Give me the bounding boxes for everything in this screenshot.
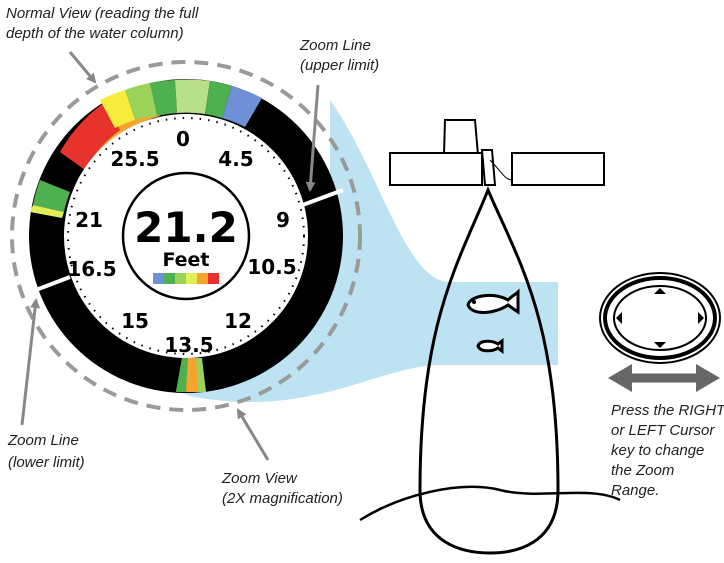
label-normal-view-line1: Normal View (reading the full <box>6 5 199 22</box>
color-scale-swatch <box>153 273 164 284</box>
scale-label-4-5: 4.5 <box>218 147 253 171</box>
scale-label-16-5: 16.5 <box>67 257 116 281</box>
arrow-normal-view <box>68 51 97 84</box>
scale-label-15: 15 <box>121 309 149 333</box>
depth-unit: Feet <box>162 249 209 271</box>
color-intensity-scale <box>153 273 219 284</box>
instruction-line4: the Zoom <box>611 462 674 479</box>
label-zoom-lower-line2: (lower limit) <box>8 454 85 471</box>
depth-value: 21.2 <box>134 203 238 252</box>
zoom-line-lower <box>27 275 71 295</box>
instruction-line2: or LEFT Cursor <box>611 422 715 439</box>
scale-label-9: 9 <box>276 208 290 232</box>
arrow-zoom-lower <box>20 298 41 426</box>
scale-label-0: 0 <box>176 127 190 151</box>
scale-label-12: 12 <box>224 309 252 333</box>
arrow-zoom-view <box>236 408 270 461</box>
sonar-returns-top <box>60 79 262 170</box>
cursor-key-icon <box>599 272 721 364</box>
color-scale-swatch <box>208 273 219 284</box>
label-zoom-lower-line1: Zoom Line <box>7 432 79 449</box>
center-display-circle <box>121 171 251 301</box>
scale-label-10-5: 10.5 <box>247 255 296 279</box>
label-zoom-view-line2: (2X magnification) <box>222 490 343 507</box>
sonar-returns-left <box>30 180 70 218</box>
label-zoom-upper-line1: Zoom Line <box>299 37 371 54</box>
large-fish-icon <box>466 288 520 315</box>
color-scale-swatch <box>197 273 208 284</box>
dial-tick-ring <box>67 117 305 355</box>
instruction-line5: Range. <box>611 482 659 499</box>
sonar-cone <box>418 186 560 555</box>
instruction-line3: key to change <box>611 442 704 459</box>
label-zoom-view-line1: Zoom View <box>221 470 298 487</box>
boat-icon <box>389 119 605 186</box>
normal-view-dashed-circle <box>10 60 362 412</box>
label-normal-view-line2: depth of the water column) <box>6 25 184 42</box>
sonar-returns-bottom <box>176 358 206 392</box>
zoom-line-upper <box>299 188 344 208</box>
label-zoom-upper-line2: (upper limit) <box>300 57 379 74</box>
color-scale-swatch <box>175 273 186 284</box>
color-scale-swatch <box>164 273 175 284</box>
scale-label-13-5: 13.5 <box>164 333 213 357</box>
lake-bottom-line <box>359 485 621 522</box>
small-fish-icon <box>476 338 504 354</box>
scale-label-21: 21 <box>75 208 103 232</box>
arrow-zoom-upper <box>305 84 320 192</box>
color-scale-swatch <box>186 273 197 284</box>
instruction-line1: Press the RIGHT <box>611 402 724 419</box>
left-right-arrow-icon <box>608 364 720 392</box>
scale-label-25-5: 25.5 <box>110 147 159 171</box>
